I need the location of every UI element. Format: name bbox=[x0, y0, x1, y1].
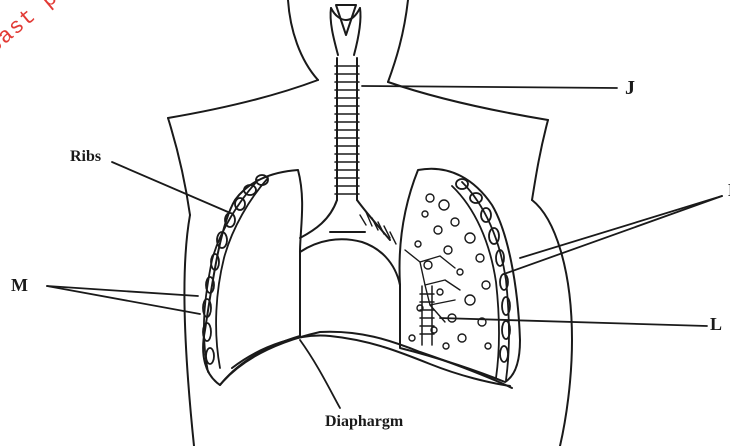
label-m: M bbox=[11, 275, 28, 296]
ribs-right bbox=[452, 179, 510, 380]
label-j: J bbox=[625, 77, 635, 100]
diaphragm-inner bbox=[232, 336, 510, 386]
leader-k-lower bbox=[504, 196, 722, 274]
diaphragm bbox=[220, 332, 512, 388]
label-diaphragm: Diaphargm bbox=[325, 413, 403, 431]
label-l: L bbox=[710, 314, 722, 335]
label-ribs: Ribs bbox=[70, 148, 101, 166]
alveoli bbox=[405, 194, 491, 349]
leader-diaphragm bbox=[300, 340, 340, 408]
leader-j bbox=[362, 86, 617, 88]
leader-ribs bbox=[112, 162, 228, 212]
leader-lines bbox=[47, 86, 722, 408]
leader-k-upper bbox=[520, 196, 722, 258]
trachea-rings bbox=[335, 66, 359, 194]
heart-space bbox=[300, 239, 400, 338]
